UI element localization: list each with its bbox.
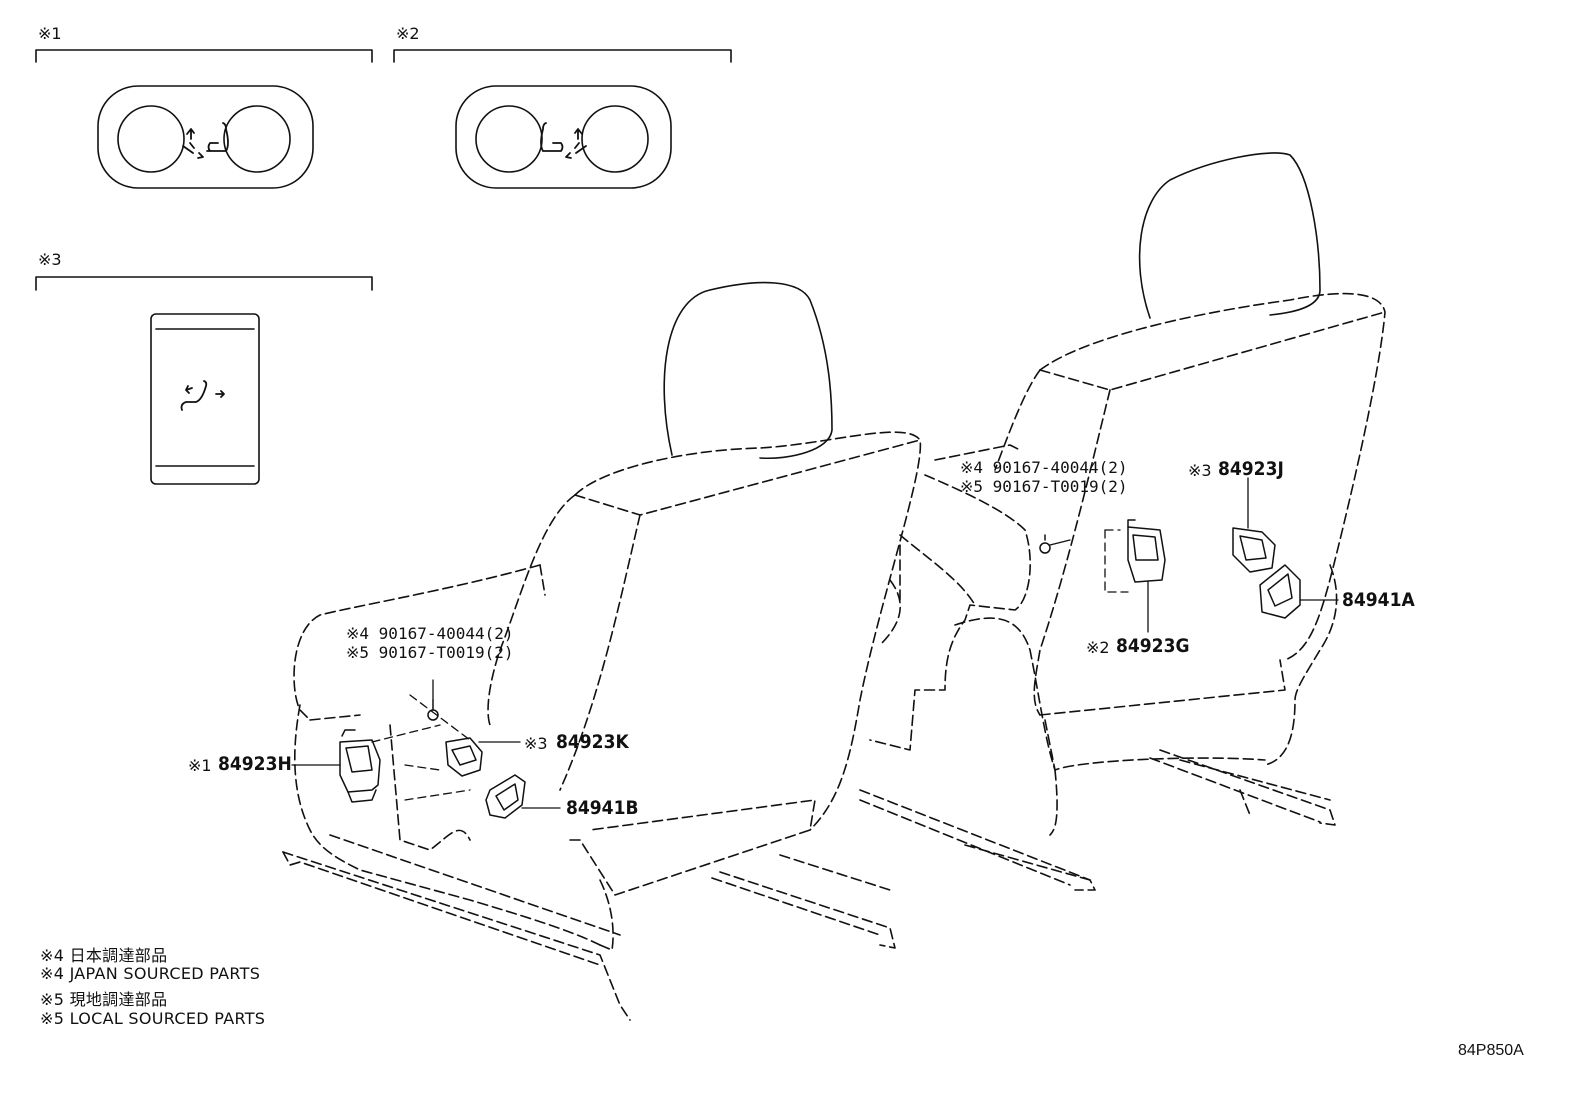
left-leaders [291, 679, 561, 809]
right-seat-rails [859, 749, 1336, 891]
diagram-code: 84P850A [1458, 1042, 1524, 1059]
cover-a-part-number: 84941A [1342, 589, 1415, 611]
right-bolt-local-label: ※5 90167-T0019(2) [960, 477, 1128, 496]
switch-icon [445, 737, 483, 777]
switch-j-part-number: 84923J [1218, 458, 1284, 480]
bracket-1-label: ※1 [38, 24, 62, 43]
switch-k-part-number: 84923K [556, 731, 629, 753]
note-local-jp: ※5 現地調達部品 [40, 990, 168, 1009]
switch-cover-icon [485, 774, 526, 819]
switch-bezel-2 [455, 85, 672, 189]
seat-slide-icon [180, 380, 225, 411]
switch-g-part-number: 84923G [1116, 635, 1190, 657]
seat-adjust-icon [182, 122, 229, 159]
right-bolt-japan-label: ※4 90167-40044(2) [960, 458, 1128, 477]
switch-h-ref: ※1 [188, 756, 212, 775]
left-bolt-japan-label: ※4 90167-40044(2) [346, 624, 514, 643]
right-leaders [1049, 477, 1339, 633]
switch-g-ref: ※2 [1086, 638, 1110, 657]
switch-bezel-1 [97, 85, 314, 189]
right-headrest [1138, 152, 1321, 319]
switch-j-ref: ※3 [1188, 461, 1212, 480]
seat-adjust-icon [540, 122, 587, 159]
left-bolt-local-label: ※5 90167-T0019(2) [346, 643, 514, 662]
switch-icon [1127, 519, 1166, 583]
bracket-1-line [35, 49, 373, 63]
right-seat-back [994, 292, 1386, 766]
switch-icon [339, 729, 381, 803]
bolt-icon [1039, 534, 1051, 554]
switch-k-ref: ※3 [524, 734, 548, 753]
note-japan-jp: ※4 日本調達部品 [40, 946, 168, 965]
left-headrest [663, 281, 833, 460]
right-seat-cushion [869, 444, 1266, 836]
left-seat-back [487, 431, 922, 831]
bracket-2-label: ※2 [396, 24, 420, 43]
note-local-en: ※5 LOCAL SOURCED PARTS [40, 1009, 266, 1028]
bolt-icon [427, 699, 439, 721]
switch-panel-3 [150, 313, 260, 485]
bracket-2-line [393, 49, 732, 63]
bracket-3-label: ※3 [38, 250, 62, 269]
switch-icon [1232, 527, 1276, 573]
left-seat-cushion [293, 564, 816, 951]
cover-b-part-number: 84941B [566, 797, 639, 819]
bracket-3-line [35, 276, 373, 291]
switch-cover-icon [1259, 564, 1301, 619]
switch-h-part-number: 84923H [218, 753, 292, 775]
left-seat-rails [282, 834, 896, 1021]
note-japan-en: ※4 JAPAN SOURCED PARTS [40, 964, 261, 983]
